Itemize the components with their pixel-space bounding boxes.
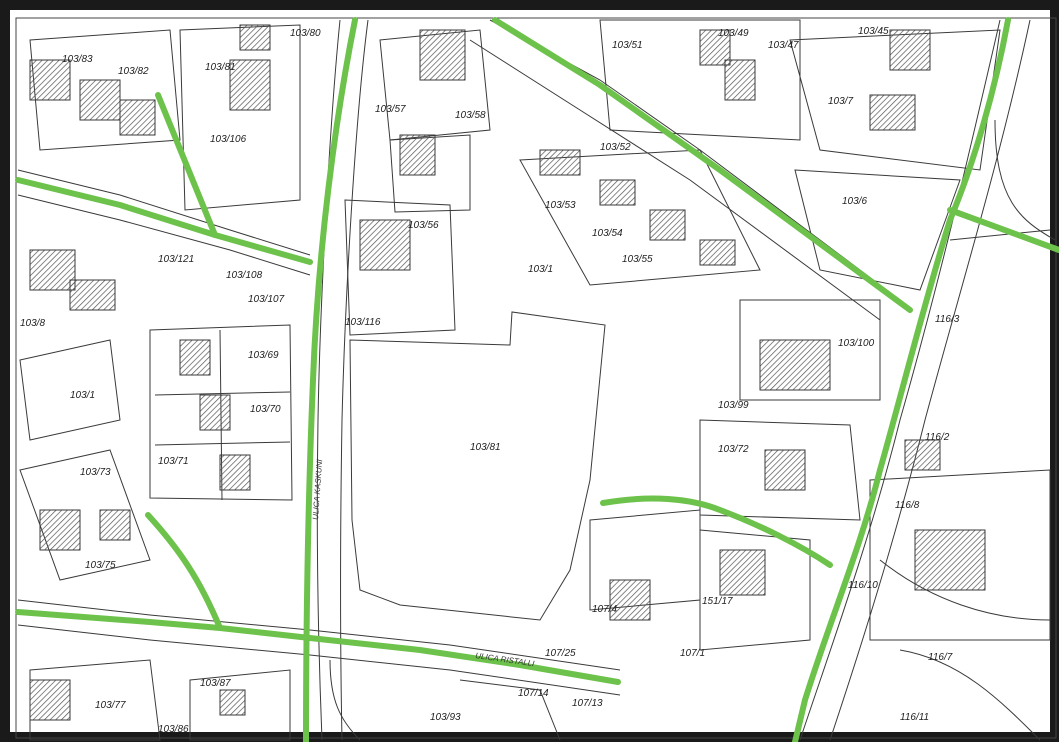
parcel-label: 103/83	[62, 54, 93, 65]
parcel-label: 116/8	[895, 500, 920, 511]
route-right-branch	[947, 207, 1059, 253]
parcel-label: 103/1	[70, 390, 95, 401]
parcel-label: 103/52	[600, 142, 631, 153]
parcel-label: 103/100	[838, 338, 875, 349]
route-left-spur	[155, 92, 218, 238]
parcel-label: 103/58	[455, 110, 486, 121]
parcel-label: 103/108	[226, 270, 263, 281]
parcel-label: 103/72	[718, 444, 749, 455]
route-left-top	[15, 177, 313, 265]
highlighted-routes	[15, 17, 1059, 742]
route-diagonal-right	[792, 17, 1011, 742]
parcel-label: 103/80	[290, 28, 321, 39]
parcel-label: 103/71	[158, 456, 189, 467]
inner-border	[15, 17, 1057, 739]
parcel-label: 103/77	[95, 700, 126, 711]
parcel-linework	[17, 19, 1056, 741]
route-vertical-main	[303, 17, 358, 742]
parcel-label: 103/57	[375, 104, 406, 115]
parcel-label: 107/4	[592, 604, 617, 615]
parcel-label: 107/1	[680, 648, 705, 659]
parcel-label: 103/93	[430, 712, 461, 723]
route-diagonal-top	[492, 17, 913, 313]
parcel-label: 103/55	[622, 254, 653, 265]
parcel-label: 116/11	[900, 712, 929, 723]
route-bottom-spur	[145, 512, 223, 631]
parcel-label: 103/116	[345, 317, 381, 328]
parcel-label: 116/2	[925, 432, 950, 443]
parcel-label: 103/73	[80, 467, 111, 478]
route-middle-branch	[600, 495, 833, 568]
parcel-label: 103/81	[470, 442, 501, 453]
parcel-label: 103/56	[408, 220, 439, 231]
parcel-label: 103/45	[858, 26, 889, 37]
parcel-label: 103/99	[718, 400, 749, 411]
parcel-label: 107/13	[572, 698, 603, 709]
parcel-label: 103/53	[545, 200, 576, 211]
parcel-label: 103/107	[248, 294, 285, 305]
parcel-label: 103/69	[248, 350, 279, 361]
parcel-label: 116/7	[928, 652, 953, 663]
parcel-label: 103/54	[592, 228, 623, 239]
parcel-label: 103/106	[210, 134, 247, 145]
parcel-label: 103/51	[612, 40, 643, 51]
street-label: ULICA KASKUNI	[311, 458, 324, 520]
parcel-label: 103/1	[528, 264, 553, 275]
parcel-label: 103/49	[718, 28, 749, 39]
parcel-label: 107/14	[518, 688, 549, 699]
map-labels: 103/83 103/82 103/81 103/80 103/106 103/57 103…	[20, 26, 960, 735]
parcel-label: 107/25	[545, 648, 576, 659]
parcel-label: 103/47	[768, 40, 799, 51]
parcel-label: 103/7	[828, 96, 853, 107]
parcel-label: 116/10	[848, 580, 878, 591]
parcel-label: 103/6	[842, 196, 867, 207]
parcel-label: 103/87	[200, 678, 231, 689]
parcel-label: 103/70	[250, 404, 281, 415]
parcel-label: 103/121	[158, 254, 194, 265]
parcel-label: 103/86	[158, 724, 189, 735]
route-bottom	[15, 609, 621, 685]
parcel-label: 103/82	[118, 66, 149, 77]
parcel-label: 103/81	[205, 62, 236, 73]
buildings	[29, 24, 986, 721]
parcel-label: 103/75	[85, 560, 116, 571]
parcel-label: 151/17	[702, 596, 733, 607]
parcel-label: 116/3	[935, 314, 960, 325]
parcel-label: 103/8	[20, 318, 45, 329]
